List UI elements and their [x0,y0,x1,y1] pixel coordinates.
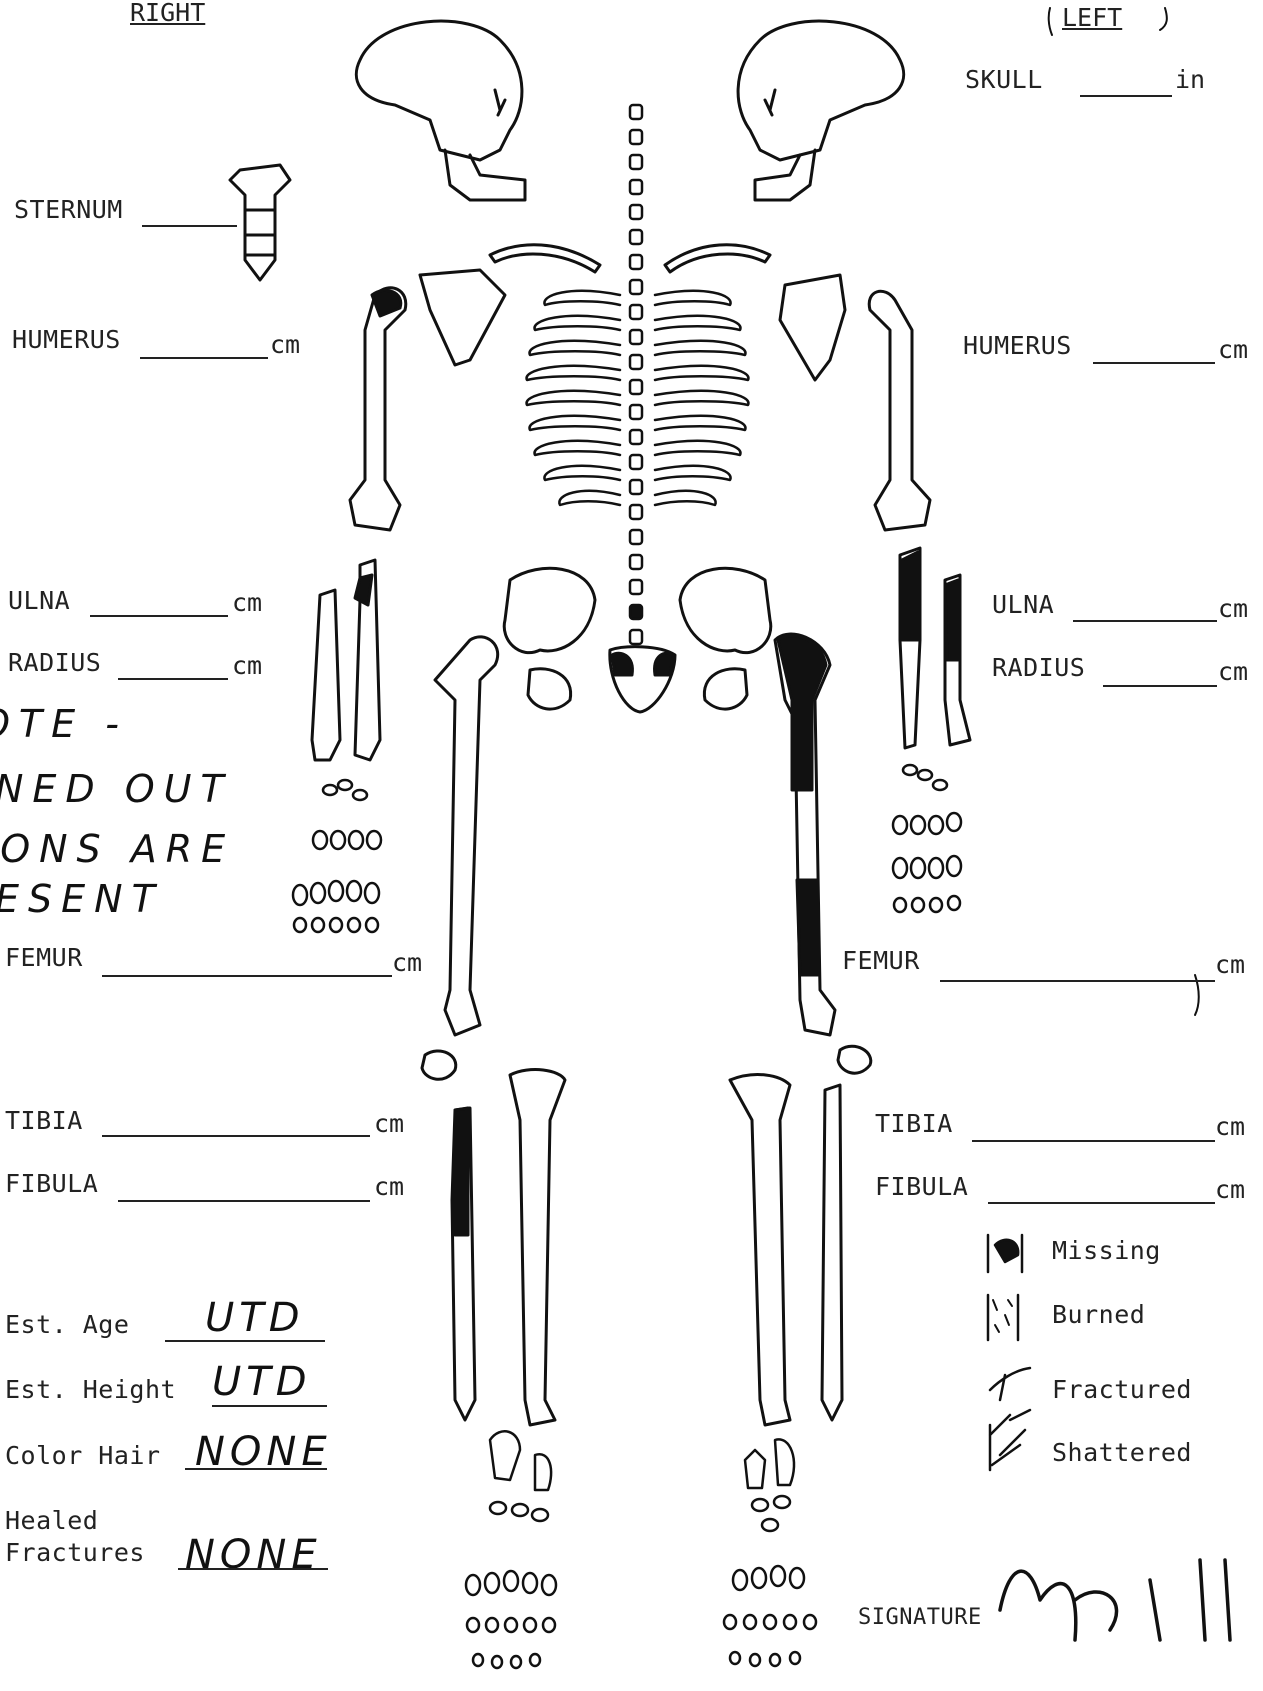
tibia-right-field[interactable] [102,1135,370,1137]
tibia-right-unit: cm [374,1111,404,1136]
right-hand [293,780,381,932]
sternum-label: STERNUM [14,197,123,222]
fibula-right-unit: cm [374,1174,404,1199]
ulna-left-label: ULNA [992,592,1054,617]
right-forearm [312,560,380,760]
note-line-3: IONS ARE [0,830,234,868]
right-foot [466,1431,556,1668]
femur-right-unit: cm [392,950,422,975]
est-height-field[interactable] [212,1405,327,1407]
fibula-left-label: FIBULA [875,1174,968,1199]
fibula-left-field[interactable] [988,1202,1215,1204]
signature-scribble [1000,1560,1230,1640]
tibia-left-label: TIBIA [875,1111,953,1136]
left-hand [893,765,961,912]
femur-left-label: FEMUR [842,948,920,973]
note-line-2: NED OUT [0,770,233,808]
right-femur [435,637,498,1035]
left-femur [775,634,835,1035]
legend-shattered: Shattered [1052,1440,1192,1465]
legend-missing: Missing [1052,1238,1161,1263]
color-hair-value: NONE [195,1432,332,1472]
femur-right-label: FEMUR [5,945,83,970]
right-skull [356,21,525,200]
radius-left-label: RADIUS [992,655,1085,680]
healed-fractures-field[interactable] [178,1568,328,1570]
femur-right-field[interactable] [102,975,392,977]
header-left: LEFT [1062,5,1122,30]
ribs-right [527,291,620,505]
radius-right-unit: cm [232,653,262,678]
skull-label: SKULL [965,67,1043,92]
legend-symbols [988,1235,1030,1470]
humerus-left-label: HUMERUS [963,333,1072,358]
tibia-left-field[interactable] [972,1140,1215,1142]
ulna-right-unit: cm [232,590,262,615]
femur-left-field[interactable] [940,980,1215,982]
radius-left-field[interactable] [1103,685,1217,687]
fibula-right-field[interactable] [118,1200,370,1202]
radius-right-label: RADIUS [8,650,101,675]
sternum-field[interactable] [142,225,237,227]
est-height-label: Est. Height [5,1377,176,1402]
est-age-field[interactable] [165,1340,325,1342]
note-line-1: OTE - [0,705,128,743]
left-lower-leg [730,1075,842,1425]
skull-unit: in [1175,67,1205,92]
ribs-left [655,291,748,505]
ulna-left-field[interactable] [1073,620,1217,622]
right-lower-leg [452,1070,565,1425]
healed-label-2: Fractures [5,1540,145,1565]
tibia-right-label: TIBIA [5,1108,83,1133]
color-hair-label: Color Hair [5,1443,161,1468]
tibia-left-unit: cm [1215,1114,1245,1139]
spine [630,105,642,644]
legend-burned: Burned [1052,1302,1145,1327]
right-humerus [350,288,406,530]
est-height-value: UTD [212,1362,312,1402]
est-age-value: UTD [205,1298,305,1338]
ulna-left-unit: cm [1218,596,1248,621]
left-foot [724,1439,816,1666]
radius-right-field[interactable] [118,678,228,680]
fibula-right-label: FIBULA [5,1171,98,1196]
femur-left-unit: cm [1215,952,1245,977]
pelvis [504,568,771,712]
signature-label: SIGNATURE [858,1607,982,1629]
humerus-right-field[interactable] [140,357,268,359]
healed-label-1: Healed [5,1508,98,1533]
skull-field[interactable] [1080,95,1172,97]
left-humerus [869,291,930,530]
humerus-left-field[interactable] [1093,362,1215,364]
fibula-left-unit: cm [1215,1177,1245,1202]
color-hair-field[interactable] [185,1468,327,1470]
left-forearm [900,548,970,748]
humerus-left-unit: cm [1218,337,1248,362]
humerus-right-label: HUMERUS [12,327,121,352]
est-age-label: Est. Age [5,1312,129,1337]
ulna-right-label: ULNA [8,588,70,613]
humerus-right-unit: cm [270,332,300,357]
note-line-4: ESENT [0,880,164,918]
ulna-right-field[interactable] [90,615,228,617]
radius-left-unit: cm [1218,659,1248,684]
left-skull [738,21,904,200]
legend-fractured: Fractured [1052,1377,1192,1402]
sternum-bone [230,165,290,280]
header-right: RIGHT [130,0,205,25]
